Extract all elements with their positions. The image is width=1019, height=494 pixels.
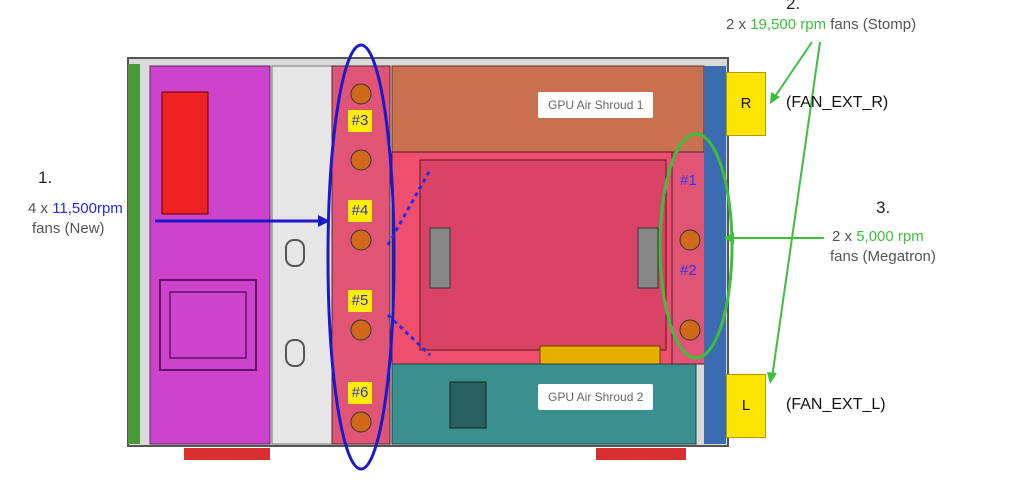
fan-group-3-ellipse (658, 132, 734, 360)
fan-4-label: #4 (348, 200, 372, 222)
callout-1-prefix: 4 x (28, 200, 53, 217)
fan-6-label: #6 (348, 382, 372, 404)
callout-2-prefix: 2 x (726, 16, 751, 33)
fan-group-1-ellipse (326, 43, 396, 471)
fan-3-label: #3 (348, 110, 372, 132)
callout-2-speed: 19,500 rpm (750, 16, 827, 33)
callout-3-line1: 2 x 5,000 rpm (832, 228, 924, 246)
callout-1-line2: fans (New) (32, 220, 105, 237)
callout-3-number: 3. (876, 198, 891, 217)
callout-3-line2: fans (Megatron) (830, 248, 936, 265)
gpu-shroud-2-label: GPU Air Shroud 2 (538, 384, 654, 410)
gpu-shroud-1-label: GPU Air Shroud 1 (538, 92, 654, 118)
fan-ext-r-box: R (726, 72, 766, 136)
callout-1-line1: 4 x 11,500rpm (28, 200, 123, 218)
callout-1-number: 1. (38, 168, 53, 187)
callout-3-prefix: 2 x (832, 228, 857, 245)
fan-icon (350, 83, 701, 433)
callout-2-number: 2. (786, 0, 801, 13)
drive-bay (271, 65, 333, 445)
callout-2-suffix: fans (Stomp) (826, 16, 917, 33)
callout-1-speed: 11,500rpm (52, 200, 123, 217)
callout-3-speed: 5,000 rpm (856, 228, 924, 245)
rear-vent-strip (704, 66, 726, 444)
fan-1-label: #1 (680, 172, 697, 189)
front-vent-strip (128, 64, 140, 444)
callout-2-line: 2 x 19,500 rpm fans (Stomp) (726, 16, 916, 34)
fan-2-label: #2 (680, 262, 697, 279)
fan-ext-l-box: L (726, 374, 766, 438)
cpu-module (161, 91, 209, 215)
fan-ext-l-tag: (FAN_EXT_L) (786, 396, 886, 413)
fan-ext-r-tag: (FAN_EXT_R) (786, 94, 889, 111)
fan-5-label: #5 (348, 290, 372, 312)
